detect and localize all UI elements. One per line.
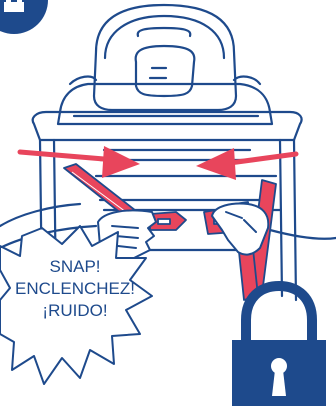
sound-burst-text: SNAP! ENCLENCHEZ! ¡RUIDO!: [0, 256, 150, 322]
burst-line-snap: SNAP!: [0, 256, 150, 278]
burst-line-enclenchez: ENCLENCHEZ!: [0, 278, 150, 300]
padlock-icon: [232, 286, 326, 406]
seat-back: [58, 5, 272, 124]
burst-line-ruido: ¡RUIDO!: [0, 300, 150, 322]
corner-badge-icon: [0, 0, 48, 34]
